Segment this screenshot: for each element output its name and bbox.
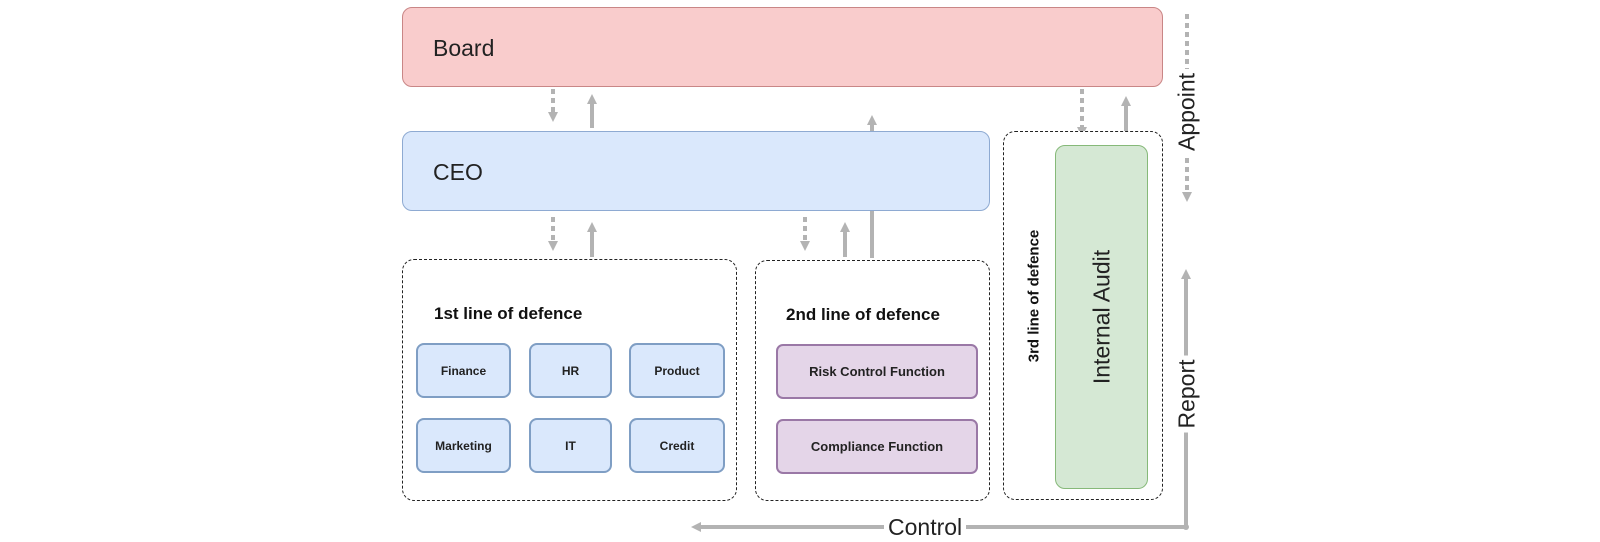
second-line-title: 2nd line of defence [786, 305, 940, 324]
first-line-group: 1st line of defence Finance HR Product M… [402, 259, 737, 501]
second-line-group: 2nd line of defence Risk Control Functio… [755, 260, 990, 501]
internal-audit-box: Internal Audit [1055, 145, 1148, 489]
third-line-title: 3rd line of defence [1025, 229, 1043, 363]
unit-hr: HR [529, 343, 612, 398]
unit-it: IT [529, 418, 612, 473]
report-label: Report [1173, 355, 1201, 433]
compliance-function: Compliance Function [776, 419, 978, 474]
first-line-title: 1st line of defence [434, 304, 583, 323]
unit-credit: Credit [629, 418, 725, 473]
unit-finance: Finance [416, 343, 511, 398]
appoint-label: Appoint [1173, 68, 1201, 156]
control-junction [1183, 524, 1189, 530]
internal-audit-label: Internal Audit [1088, 249, 1114, 385]
ceo-label: CEO [433, 159, 483, 185]
board-label: Board [433, 35, 495, 61]
board-box: Board [402, 7, 1163, 87]
unit-marketing: Marketing [416, 418, 511, 473]
unit-product: Product [629, 343, 725, 398]
control-label: Control [884, 514, 967, 540]
risk-control-function: Risk Control Function [776, 344, 978, 399]
ceo-box: CEO [402, 131, 990, 211]
